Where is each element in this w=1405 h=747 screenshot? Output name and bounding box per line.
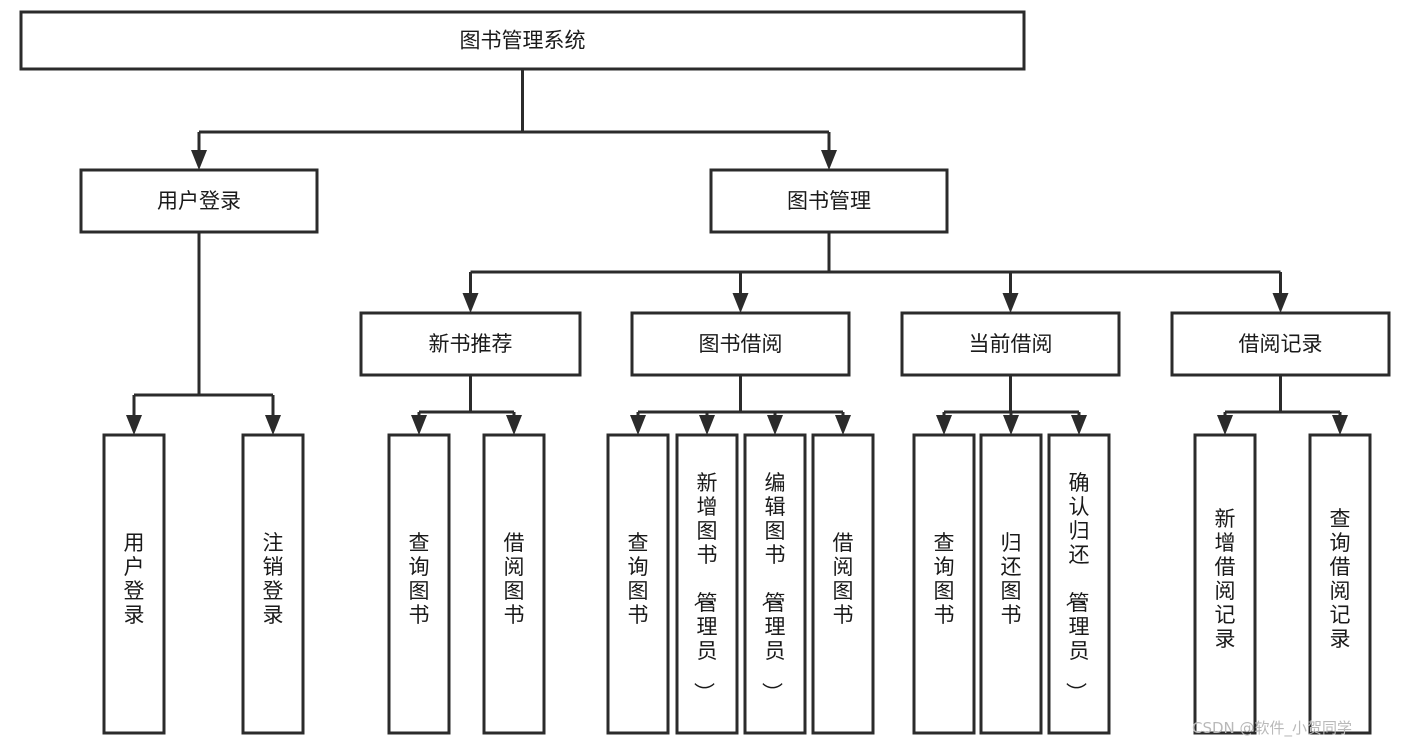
node-box-leaf-user-login[interactable] [102,433,166,735]
node-leaf-return-book[interactable]: 归还图书 [979,433,1043,735]
node-leaf-user-login[interactable]: 用户登录 [102,433,166,735]
arrow-head-icon [821,150,837,170]
arrow-head-icon [191,150,207,170]
node-box-leaf-add-borrow-record[interactable] [1193,433,1257,735]
node-box-leaf-query-borrow-record[interactable] [1308,433,1372,735]
node-new-book-recommend[interactable]: 新书推荐 [359,311,582,377]
node-leaf-confirm-return[interactable]: 确认归还（管理员） [1047,433,1111,735]
node-leaf-query-book-3[interactable]: 查询图书 [912,433,976,735]
node-leaf-borrow-book-1[interactable]: 借阅图书 [482,433,546,735]
arrow-head-icon [1002,293,1019,313]
node-box-leaf-return-book[interactable] [979,433,1043,735]
arrow-head-icon [462,293,479,313]
node-box-book-manage[interactable] [709,168,949,234]
node-label-book-manage: 图书管理 [787,189,871,213]
node-label-leaf-borrow-book-1: 借阅图书 [504,531,525,627]
node-box-leaf-add-book[interactable] [675,433,739,735]
node-box-leaf-query-book-3[interactable] [912,433,976,735]
arrow-head-icon [1003,415,1019,435]
arrow-head-icon [936,415,952,435]
csdn-watermark: CSDN @软件_小贺同学 [1192,719,1352,738]
arrow-head-icon [126,415,142,435]
node-label-leaf-add-borrow-record: 新增借阅记录 [1215,507,1236,651]
node-box-leaf-logout-login[interactable] [241,433,305,735]
node-box-leaf-query-book-1[interactable] [387,433,451,735]
node-label-leaf-user-login: 用户登录 [124,531,145,627]
arrow-head-icon [1217,415,1233,435]
arrow-head-icon [835,415,851,435]
node-box-user-login[interactable] [79,168,319,234]
node-box-root[interactable] [19,10,1026,71]
node-book-manage[interactable]: 图书管理 [709,168,949,234]
arrow-head-icon [1332,415,1348,435]
arrow-head-icon [699,415,715,435]
arrow-head-icon [1071,415,1087,435]
arrow-head-icon [1272,293,1289,313]
node-box-leaf-confirm-return[interactable] [1047,433,1111,735]
node-label-leaf-add-book: 新增图书（管理员） [692,471,718,703]
node-box-leaf-borrow-book-2[interactable] [811,433,875,735]
node-layer: 图书管理系统用户登录图书管理新书推荐图书借阅当前借阅借阅记录用户登录注销登录查询… [19,10,1391,735]
connector-layer [126,69,1348,435]
node-label-borrow-record: 借阅记录 [1239,332,1323,356]
node-label-leaf-query-book-2: 查询图书 [628,531,649,627]
node-label-book-borrow: 图书借阅 [699,332,783,356]
node-leaf-borrow-book-2[interactable]: 借阅图书 [811,433,875,735]
node-label-user-login: 用户登录 [157,189,241,213]
node-label-leaf-return-book: 归还图书 [1001,531,1022,627]
node-label-root: 图书管理系统 [460,29,586,53]
node-box-leaf-edit-book[interactable] [743,433,807,735]
node-leaf-query-book-1[interactable]: 查询图书 [387,433,451,735]
arrow-head-icon [732,293,749,313]
node-box-current-borrow[interactable] [900,311,1121,377]
node-leaf-add-borrow-record[interactable]: 新增借阅记录 [1193,433,1257,735]
node-borrow-record[interactable]: 借阅记录 [1170,311,1391,377]
arrow-head-icon [630,415,646,435]
node-user-login[interactable]: 用户登录 [79,168,319,234]
node-current-borrow[interactable]: 当前借阅 [900,311,1121,377]
node-label-leaf-borrow-book-2: 借阅图书 [833,531,854,627]
node-leaf-logout-login[interactable]: 注销登录 [241,433,305,735]
node-box-new-book-recommend[interactable] [359,311,582,377]
node-label-leaf-query-book-1: 查询图书 [409,531,430,627]
node-label-leaf-logout-login: 注销登录 [263,531,284,627]
node-leaf-add-book[interactable]: 新增图书（管理员） [675,433,739,735]
node-label-leaf-query-book-3: 查询图书 [934,531,955,627]
arrow-head-icon [767,415,783,435]
arrow-head-icon [506,415,522,435]
node-root[interactable]: 图书管理系统 [19,10,1026,71]
arrow-head-icon [411,415,427,435]
node-label-new-book-recommend: 新书推荐 [429,332,513,356]
node-leaf-query-book-2[interactable]: 查询图书 [606,433,670,735]
node-label-current-borrow: 当前借阅 [969,332,1053,356]
node-label-leaf-confirm-return: 确认归还（管理员） [1064,471,1090,703]
node-label-leaf-edit-book: 编辑图书（管理员） [760,471,786,703]
node-leaf-edit-book[interactable]: 编辑图书（管理员） [743,433,807,735]
node-leaf-query-borrow-record[interactable]: 查询借阅记录 [1308,433,1372,735]
node-box-borrow-record[interactable] [1170,311,1391,377]
node-book-borrow[interactable]: 图书借阅 [630,311,851,377]
node-box-leaf-borrow-book-1[interactable] [482,433,546,735]
node-box-leaf-query-book-2[interactable] [606,433,670,735]
node-box-book-borrow[interactable] [630,311,851,377]
arrow-head-icon [265,415,281,435]
node-label-leaf-query-borrow-record: 查询借阅记录 [1330,507,1351,651]
